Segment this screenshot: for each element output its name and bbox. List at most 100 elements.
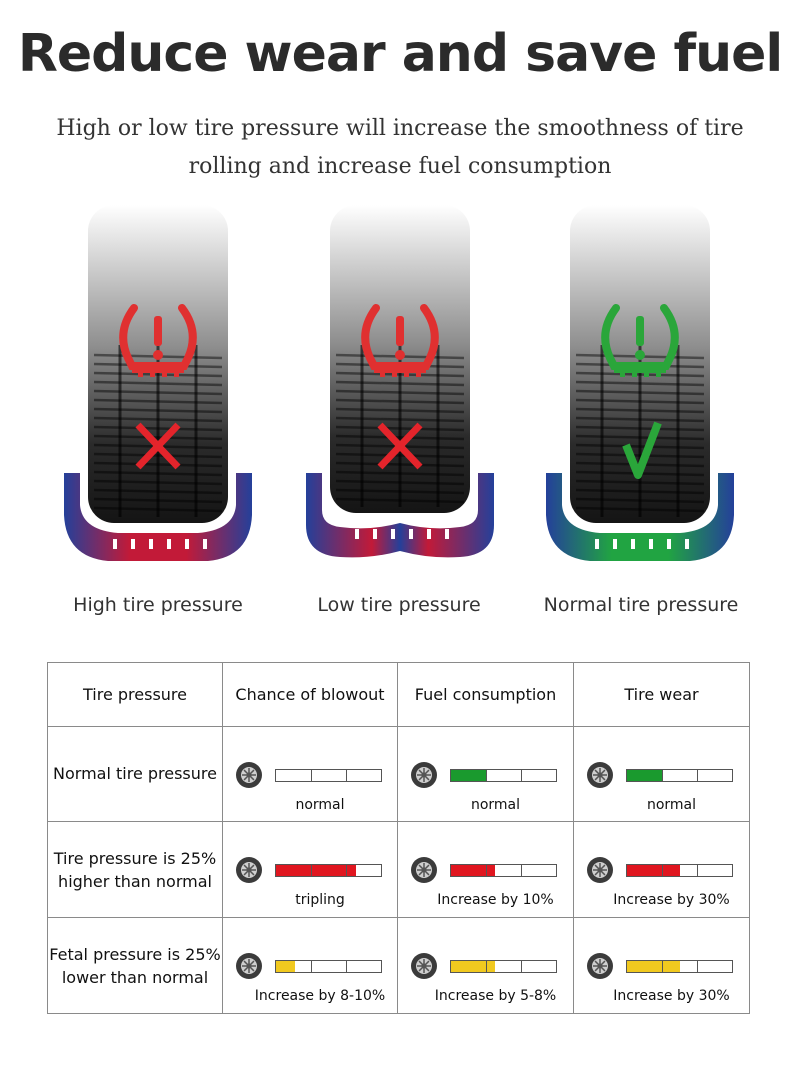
table-row: Fetal pressure is 25% lower than normal … xyxy=(47,917,750,1014)
bar-divider xyxy=(345,865,347,877)
bar-divider xyxy=(520,769,522,781)
wheel-icon xyxy=(411,953,437,980)
level-bar xyxy=(450,864,557,878)
level-fill xyxy=(276,961,295,973)
page-subtitle: High or low tire pressure will increase … xyxy=(40,110,760,186)
level-bar xyxy=(626,864,733,878)
row-label: Tire pressure is 25% higher than normal xyxy=(47,821,223,919)
tire-illustration-low xyxy=(300,205,500,575)
table-header-row: Tire pressure Chance of blowout Fuel con… xyxy=(47,662,750,727)
tpms-warning-icon xyxy=(601,304,679,377)
level-gauge xyxy=(586,761,746,795)
cross-icon xyxy=(135,422,181,470)
wheel-icon xyxy=(411,761,437,788)
bar-divider xyxy=(310,961,312,973)
comparison-table: Tire pressure Chance of blowout Fuel con… xyxy=(47,662,750,1014)
level-gauge xyxy=(410,856,570,890)
level-gauge xyxy=(235,856,395,890)
tire-label-normal: Normal tire pressure xyxy=(543,594,739,616)
gauge-cell: Increase by 8-10% xyxy=(222,917,398,1014)
subtitle-line-2: rolling and increase fuel consumption xyxy=(188,154,612,179)
subtitle-line-1: High or low tire pressure will increase … xyxy=(56,116,744,141)
tpms-warning-icon xyxy=(361,304,439,377)
level-caption: tripling xyxy=(295,892,345,909)
level-caption: normal xyxy=(470,796,521,813)
header-fuel-consumption: Fuel consumption xyxy=(397,662,574,727)
wheel-icon xyxy=(236,953,262,980)
gauge-cell: Increase by 5-8% xyxy=(397,917,574,1014)
level-bar xyxy=(275,768,382,782)
level-gauge xyxy=(235,952,395,986)
bar-divider xyxy=(345,769,347,781)
bar-divider xyxy=(696,769,698,781)
level-caption: Increase by 10% xyxy=(437,892,554,909)
row-label-line: Normal tire pressure xyxy=(53,764,217,784)
bar-divider xyxy=(485,865,487,877)
level-caption: Increase by 30% xyxy=(613,988,730,1005)
header-chance-of-blowout: Chance of blowout xyxy=(222,662,398,727)
bar-divider xyxy=(520,961,522,973)
bar-divider xyxy=(696,865,698,877)
level-bar xyxy=(275,960,382,974)
wheel-icon xyxy=(587,761,613,788)
gauge-cell: normal xyxy=(573,725,750,823)
page-title: Reduce wear and save fuel xyxy=(17,24,783,84)
bar-divider xyxy=(485,769,487,781)
level-fill xyxy=(276,865,356,877)
header-tire-wear: Tire wear xyxy=(573,662,750,727)
level-fill xyxy=(627,769,663,781)
gauge-cell: Increase by 30% xyxy=(573,821,750,919)
bar-divider xyxy=(696,961,698,973)
gauge-cell: Increase by 30% xyxy=(573,917,750,1014)
bar-divider xyxy=(310,865,312,877)
wheel-icon xyxy=(587,857,613,884)
gauge-cell: normal xyxy=(397,725,574,823)
gauge-cell: tripling xyxy=(222,821,398,919)
level-fill xyxy=(627,865,680,877)
level-bar xyxy=(450,960,557,974)
check-icon xyxy=(622,421,662,479)
bar-divider xyxy=(345,961,347,973)
footprint-icon xyxy=(64,473,252,561)
tire-label-high: High tire pressure xyxy=(73,594,243,616)
bar-divider xyxy=(520,865,522,877)
level-fill xyxy=(451,865,496,877)
wheel-icon xyxy=(587,953,613,980)
tire-label-low: Low tire pressure xyxy=(317,594,481,616)
level-bar xyxy=(626,768,733,782)
row-label-line: higher than normal xyxy=(58,871,212,891)
level-bar xyxy=(450,768,557,782)
tpms-warning-icon xyxy=(119,304,197,377)
row-label: Normal tire pressure xyxy=(47,725,223,823)
level-gauge xyxy=(410,761,570,795)
level-gauge xyxy=(235,761,395,795)
row-label-line: lower than normal xyxy=(61,967,209,987)
table-row: Normal tire pressure normal normal norma… xyxy=(47,725,750,823)
wheel-icon xyxy=(411,857,437,884)
tire-body xyxy=(330,205,470,513)
level-caption: Increase by 5-8% xyxy=(434,988,557,1005)
footprint-icon xyxy=(306,473,494,558)
footprint-icon xyxy=(546,473,734,561)
bar-divider xyxy=(310,769,312,781)
row-label-line: Fetal pressure is 25% xyxy=(49,944,221,964)
level-fill xyxy=(451,961,496,973)
bar-divider xyxy=(661,769,663,781)
gauge-cell: normal xyxy=(222,725,398,823)
level-gauge xyxy=(586,856,746,890)
level-caption: Increase by 8-10% xyxy=(254,988,386,1005)
level-fill xyxy=(627,961,680,973)
level-caption: normal xyxy=(295,796,345,813)
tire-illustration-high xyxy=(58,205,258,575)
header-tire-pressure: Tire pressure xyxy=(47,662,223,727)
level-gauge xyxy=(410,952,570,986)
level-bar xyxy=(275,864,382,878)
level-gauge xyxy=(586,952,746,986)
gauge-cell: Increase by 10% xyxy=(397,821,574,919)
level-caption: normal xyxy=(646,796,697,813)
bar-divider xyxy=(661,961,663,973)
tire-illustration-normal xyxy=(540,205,740,575)
table-row: Tire pressure is 25% higher than normal … xyxy=(47,821,750,919)
row-label: Fetal pressure is 25% lower than normal xyxy=(47,917,223,1014)
level-bar xyxy=(626,960,733,974)
